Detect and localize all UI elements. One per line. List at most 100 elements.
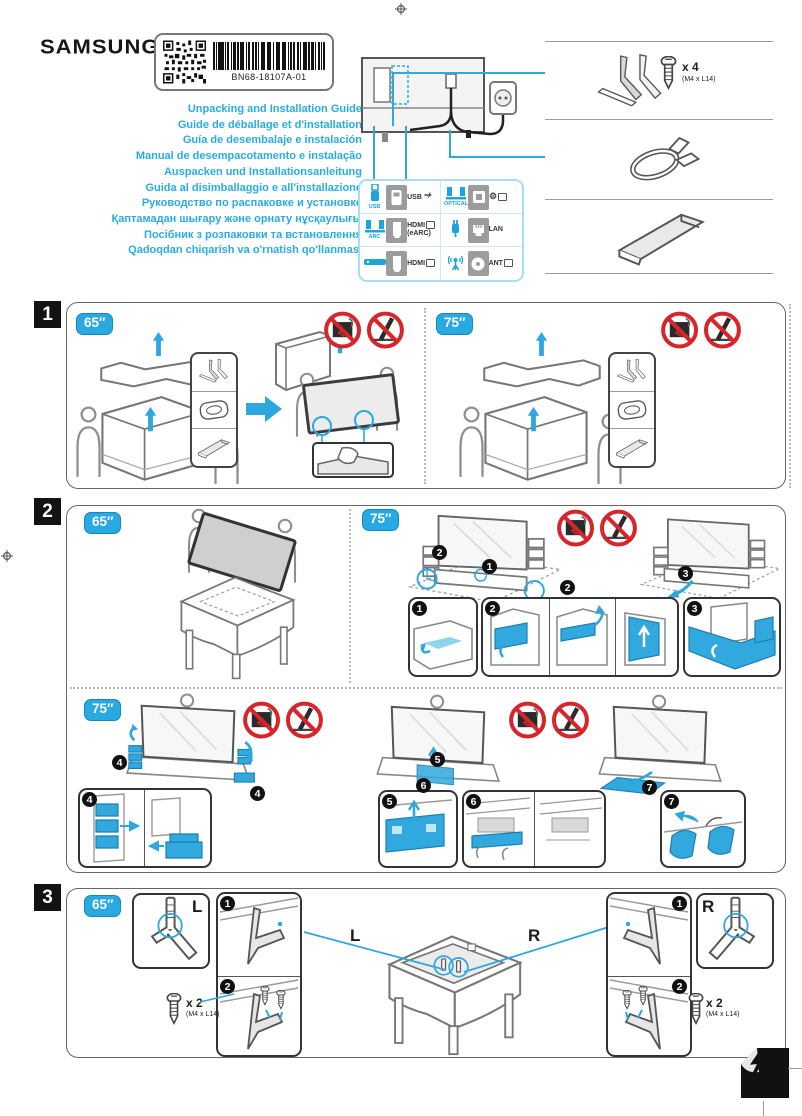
prohibition-icons [556,508,638,550]
page-turn-icon [741,1048,789,1098]
lan-plug-icon [444,219,468,241]
detail-panel-6 [462,790,606,868]
accessory-remote [192,392,236,430]
parts-divider [545,41,773,42]
callout-line [449,156,545,158]
size-badge-65: 65″ [84,512,122,534]
port-cell-ant: ANT [441,247,522,280]
stand-cover-part [612,206,710,268]
title-line: Қаптамадан шығару және орнату нұсқаулығы [111,212,362,225]
marker-1: 1 [220,896,235,911]
ant-in-box-icon [503,258,513,267]
prohibition-icons [323,310,405,352]
parts-divider [545,119,773,120]
marker-2: 2 [672,979,687,994]
illustration-pull-sheet-7 [592,693,728,795]
accessory-panel-65 [190,352,238,468]
marker-2: 2 [485,601,500,616]
marker-7: 7 [664,794,679,809]
marker-1: 1 [412,601,427,616]
marker-1: 1 [672,896,687,911]
port-panel: USB USB OPTICAL ⚙ ARC [358,179,524,282]
panel-divider [534,792,535,866]
optical-port [468,184,489,210]
grip-detail-inset [312,442,394,478]
size-badge-75: 75″ [436,313,474,335]
title-line: Guía de desembalaje e instalación [182,134,362,147]
illustration-place-table-65 [180,508,297,680]
screw-count: x 4 [682,60,699,74]
marker-1: 1 [482,559,497,574]
tv-rear-diagram [361,57,517,142]
parts-divider [545,273,773,274]
marker-7: 7 [642,780,657,795]
panel-divider [218,976,300,977]
marker-4: 4 [82,792,97,807]
marker-4: 4 [112,755,127,770]
title-list: Unpacking and Installation Guide Guide d… [62,102,362,259]
product-label: BN68-18107A-01 [154,33,334,91]
title-line: Guida al disimballaggio e all'installazi… [145,181,362,194]
illustration-unbox-75 [459,332,622,486]
title-line: Guide de déballage et d'installation [177,118,362,131]
illustration-remove-foam-4 [104,693,255,783]
detail-panel-2 [481,597,679,677]
crop-mark [763,1101,764,1116]
step3-screw-count-right: x 2 [706,996,723,1010]
hdmi-label: HDMI [407,258,437,269]
left-leg-panel [132,893,210,969]
optical-speakers-icon: OPTICAL [444,186,468,208]
marker-2: 2 [220,979,235,994]
illustration-carry-65 [275,330,400,444]
usb-port-label: USB [407,191,437,203]
step-1-divider [424,308,426,484]
screw-icon [166,993,182,1025]
hdmi-port [386,251,408,276]
step-2-number: 2 [34,498,61,525]
lan-port [467,217,489,243]
accessory-panel-75 [608,352,656,468]
audio-out-box-icon [498,193,508,202]
panel-divider [615,599,616,675]
panel-divider [608,976,690,977]
port-cell-optical: OPTICAL ⚙ [441,181,522,214]
usb-port [386,184,408,210]
accessory-stand-legs [192,354,236,392]
port-cell-hdmi: HDMI [360,247,441,280]
stand-legs-part [592,52,670,114]
step3-screw-count-left: x 2 [186,996,203,1010]
page-edge-mark [789,304,791,488]
title-line: Unpacking and Installation Guide [187,103,362,115]
port-cell-lan: LAN [441,214,522,247]
size-badge-75: 75″ [84,699,122,721]
arc-speakers-icon: ARC [363,219,386,241]
marker-6: 6 [466,794,481,809]
illustration-remove-foam-56 [370,693,506,786]
hdmi-in-box-icon [426,258,436,267]
prohibition-icons [242,700,324,742]
marker-4: 4 [250,786,265,801]
right-leg-panel [696,893,774,969]
illustration-foambase-left [406,510,564,606]
marker-2: 2 [560,580,575,595]
right-leg-letter: R [702,897,715,916]
accessory-cover [610,429,654,466]
accessory-stand-legs [610,354,654,392]
screw-spec: (M4 x L14) [682,76,716,83]
panel-divider [549,599,550,675]
left-assembly-panel [216,892,302,1057]
title-line: Auspacken und Installationsanleitung [163,165,362,178]
hdmi-in-box-icon [426,220,436,229]
title-line: Qadoqdan chiqarish va o'rnatish qo'llanm… [128,244,362,257]
samsung-logo: SAMSUNG [40,35,160,59]
barcode [213,42,325,70]
callout-line [405,126,407,180]
size-badge-75: 75″ [362,509,400,531]
usb-trident-icon [424,192,432,198]
detail-panel-7 [660,790,746,868]
callout-line [373,126,375,180]
left-leg-letter: L [192,897,203,916]
step3-screw-spec-left: (M4 x L14) [186,1011,220,1018]
step3-screw-spec-right: (M4 x L14) [706,1011,740,1018]
